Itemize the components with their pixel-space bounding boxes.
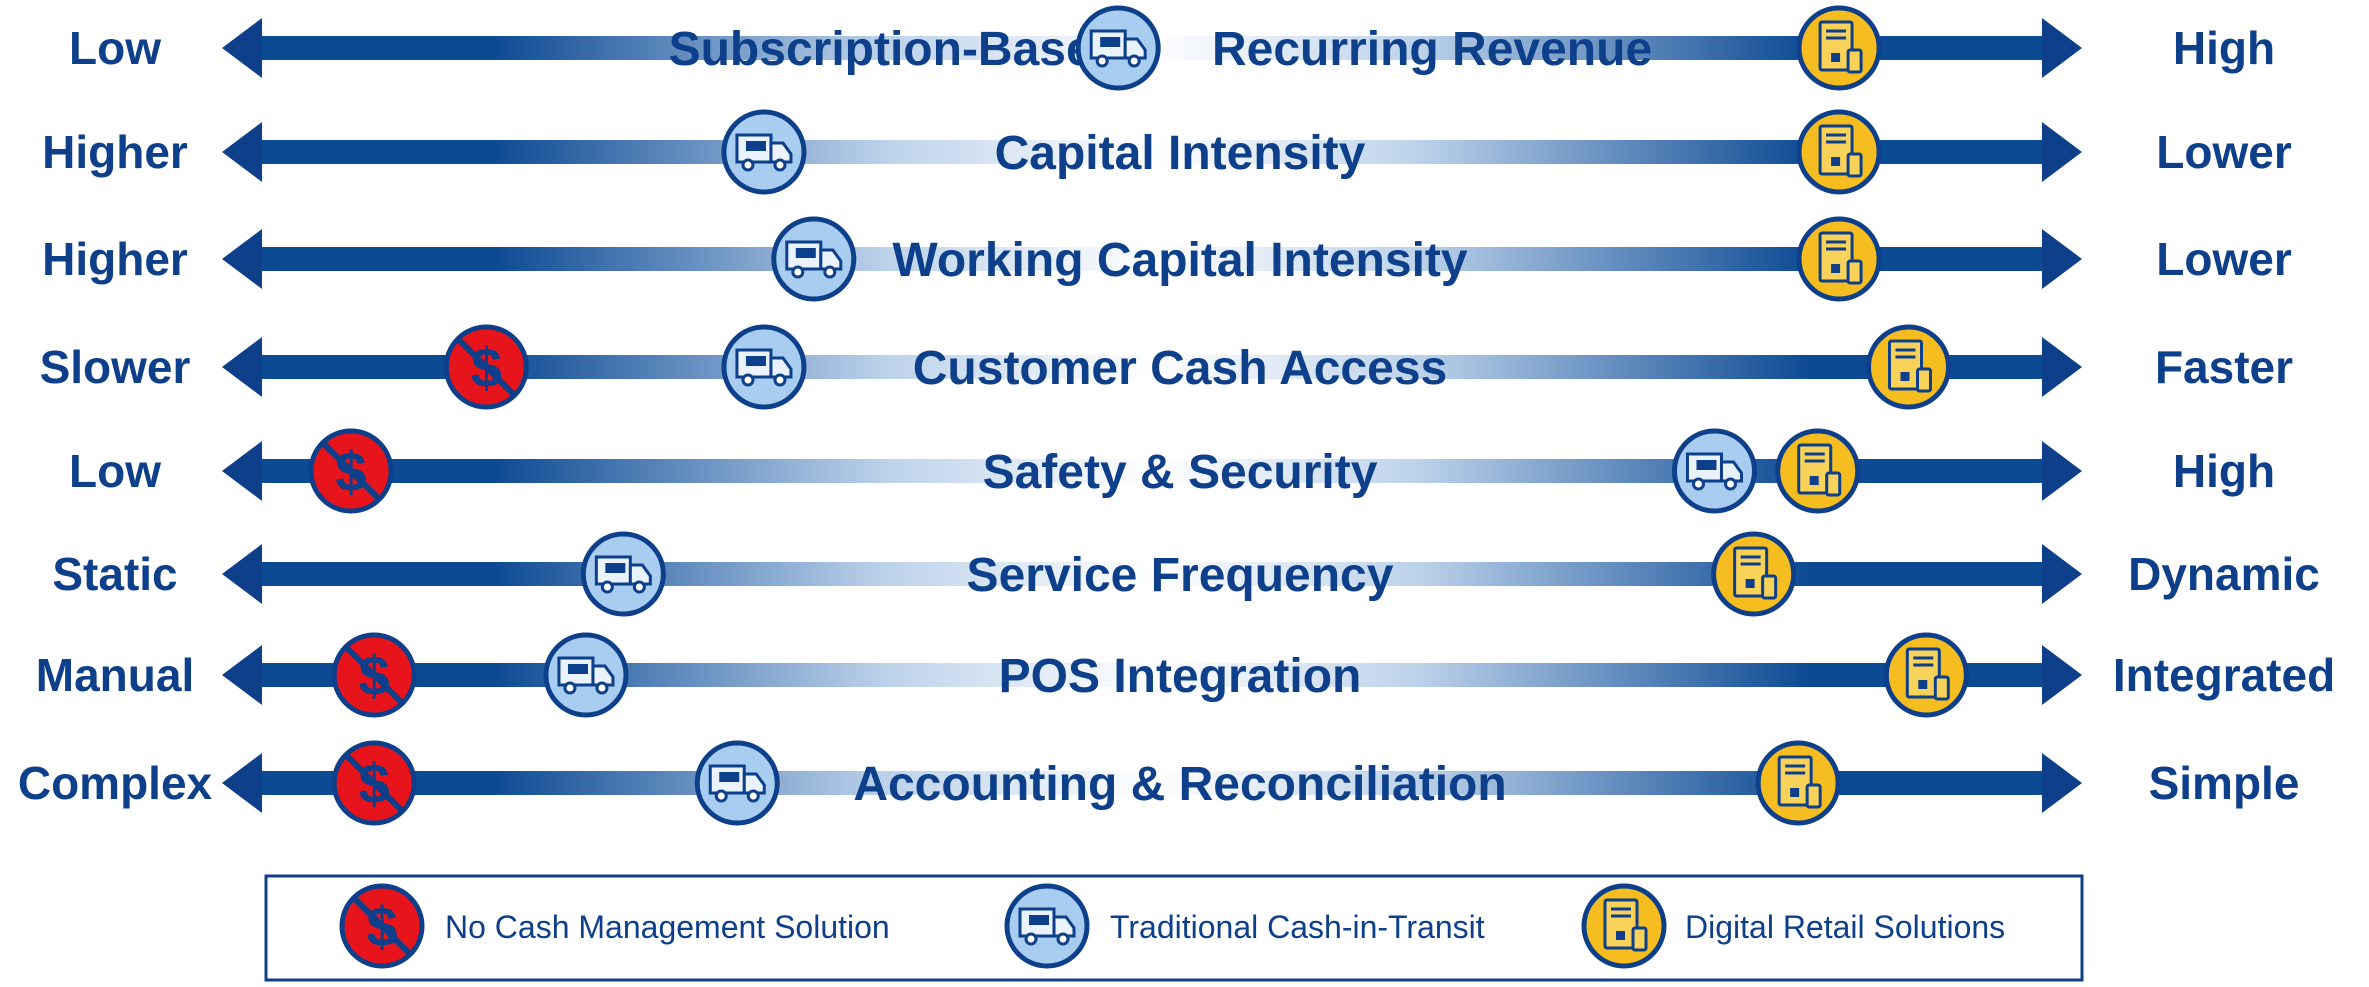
row-right-label: High [2173, 445, 2275, 497]
comparison-row: Higher Lower Working Capital Intensity [42, 219, 2292, 299]
row-right-label: Lower [2156, 126, 2292, 178]
legend-item-cash-in-transit: Traditional Cash-in-Transit [1007, 886, 1485, 966]
no-cash-icon [342, 886, 422, 966]
digital-safe-icon [1584, 886, 1664, 966]
row-title: Safety & Security [983, 446, 1378, 499]
arrowhead-right [2042, 229, 2082, 289]
row-title: Capital Intensity [995, 127, 1366, 180]
armored-truck-icon [583, 534, 663, 614]
row-title: Customer Cash Access [913, 342, 1447, 395]
row-right-label: High [2173, 22, 2275, 74]
row-title: Working Capital Intensity [892, 234, 1467, 287]
arrowhead-left [222, 753, 262, 813]
arrowhead-left [222, 645, 262, 705]
row-left-label: Slower [40, 341, 191, 393]
no-cash-icon [334, 743, 414, 823]
comparison-row: Manual Integrated POS Integration [36, 635, 2335, 715]
arrowhead-right [2042, 544, 2082, 604]
digital-safe-icon [1886, 635, 1966, 715]
row-left-label: Higher [42, 233, 188, 285]
armored-truck-icon [774, 219, 854, 299]
armored-truck-icon [697, 743, 777, 823]
comparison-row: Slower Faster Customer Cash Access [40, 327, 2293, 407]
arrowhead-left [222, 18, 262, 78]
row-right-label: Simple [2149, 757, 2300, 809]
comparison-row: Complex Simple Accounting & Reconciliation [18, 743, 2300, 823]
comparison-row: Higher Lower Capital Intensity [42, 112, 2292, 192]
arrowhead-right [2042, 645, 2082, 705]
legend-label-no-cash: No Cash Management Solution [445, 909, 890, 945]
digital-safe-icon [1799, 219, 1879, 299]
row-left-label: Manual [36, 649, 194, 701]
scale-bar [262, 355, 2042, 379]
row-right-label: Lower [2156, 233, 2292, 285]
row-title: POS Integration [999, 650, 1362, 703]
digital-safe-icon [1869, 327, 1949, 407]
comparison-row: Static Dynamic Service Frequency [52, 534, 2320, 614]
legend-label-cash-in-transit: Traditional Cash-in-Transit [1110, 909, 1485, 945]
row-title-continued: Recurring Revenue [1212, 23, 1652, 76]
arrowhead-left [222, 229, 262, 289]
no-cash-icon [334, 635, 414, 715]
legend-item-digital-retail: Digital Retail Solutions [1584, 886, 2005, 966]
armored-truck-icon [1007, 886, 1087, 966]
digital-safe-icon [1799, 112, 1879, 192]
arrowhead-left [222, 544, 262, 604]
legend-box: No Cash Management Solution Traditional … [264, 874, 2084, 982]
arrowhead-left [222, 441, 262, 501]
arrowhead-right [2042, 753, 2082, 813]
digital-safe-icon [1758, 743, 1838, 823]
comparison-row: Low High Subscription-Based Recurring Reven… [69, 8, 2275, 88]
row-left-label: Higher [42, 126, 188, 178]
comparison-row: Low High Safety & Security [69, 431, 2275, 511]
row-left-label: Complex [18, 757, 213, 809]
arrowhead-right [2042, 122, 2082, 182]
row-right-label: Integrated [2113, 649, 2335, 701]
armored-truck-icon [724, 327, 804, 407]
row-title: Subscription-Based [669, 23, 1122, 76]
row-left-label: Low [69, 22, 161, 74]
scale-bar [262, 140, 2042, 164]
arrowhead-left [222, 337, 262, 397]
scale-bar [262, 247, 2042, 271]
legend-label-digital-retail: Digital Retail Solutions [1685, 909, 2005, 945]
row-right-label: Faster [2155, 341, 2293, 393]
row-title: Accounting & Reconciliation [853, 758, 1506, 811]
no-cash-icon [311, 431, 391, 511]
row-left-label: Static [52, 548, 177, 600]
no-cash-icon [446, 327, 526, 407]
scale-bar [262, 771, 2042, 795]
armored-truck-icon [1674, 431, 1754, 511]
arrowhead-right [2042, 337, 2082, 397]
armored-truck-icon [546, 635, 626, 715]
armored-truck-icon [1078, 8, 1158, 88]
arrowhead-right [2042, 441, 2082, 501]
armored-truck-icon [724, 112, 804, 192]
legend-item-no-cash: No Cash Management Solution [342, 886, 890, 966]
digital-safe-icon [1714, 534, 1794, 614]
row-title: Service Frequency [967, 549, 1394, 602]
row-right-label: Dynamic [2128, 548, 2320, 600]
arrowhead-right [2042, 18, 2082, 78]
digital-safe-icon [1778, 431, 1858, 511]
arrowhead-left [222, 122, 262, 182]
row-left-label: Low [69, 445, 161, 497]
digital-safe-icon [1799, 8, 1879, 88]
